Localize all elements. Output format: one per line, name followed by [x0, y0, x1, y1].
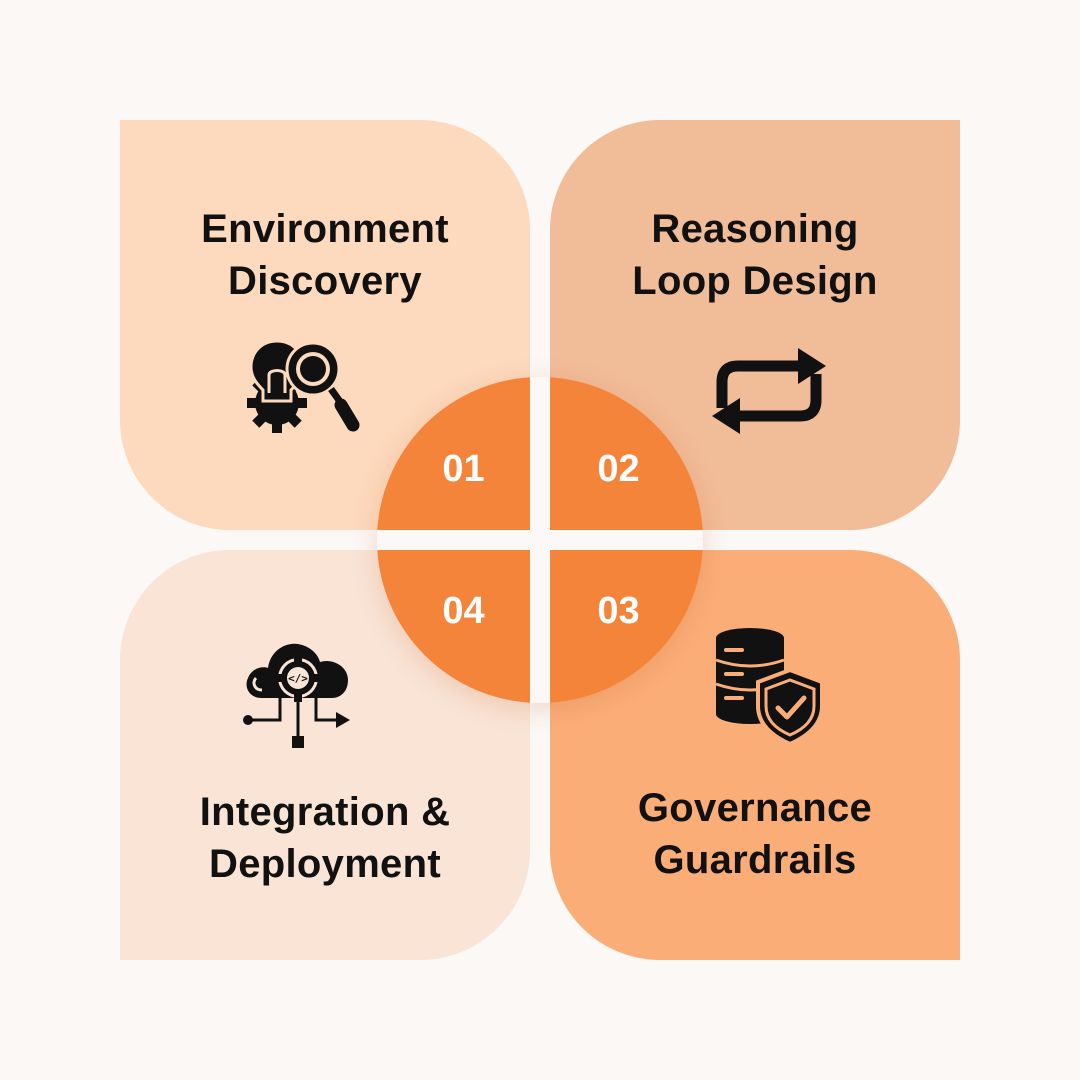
step-number-badge: 04: [377, 550, 530, 703]
step-title-line: Loop Design: [632, 259, 878, 303]
step-title-line: Integration &: [199, 790, 451, 834]
step-number: 04: [442, 590, 485, 632]
step-title: Reasoning Loop Design: [550, 203, 960, 307]
step-title-line: Reasoning: [651, 207, 859, 251]
step-title-line: Environment: [201, 207, 449, 251]
step-title-line: Governance: [637, 786, 873, 830]
svg-text:</>: </>: [288, 672, 308, 685]
step-title: Governance Guardrails: [550, 782, 960, 886]
step-card-environment-discovery: Environment Discovery: [120, 120, 530, 530]
step-number: 03: [597, 590, 640, 632]
step-title: Environment Discovery: [120, 203, 530, 307]
step-number-badge: 03: [550, 550, 703, 703]
step-number-badge: 02: [550, 377, 703, 530]
loop-arrows-icon: [712, 348, 826, 434]
step-title: Integration & Deployment: [120, 786, 530, 890]
step-number-badge: 01: [377, 377, 530, 530]
step-title-line: Guardrails: [653, 838, 857, 882]
cloud-code-deploy-icon: </>: [243, 643, 350, 748]
center-step-circle: 01 02 04 03: [377, 377, 703, 703]
step-card-integration-deployment: </> Integration & Deployment: [120, 550, 530, 960]
step-number: 01: [442, 448, 485, 490]
step-number: 02: [597, 448, 640, 490]
idea-search-gear-icon: [247, 339, 360, 433]
step-title-line: Deployment: [209, 842, 441, 886]
database-shield-icon: [715, 628, 824, 747]
step-title-line: Discovery: [228, 259, 422, 303]
